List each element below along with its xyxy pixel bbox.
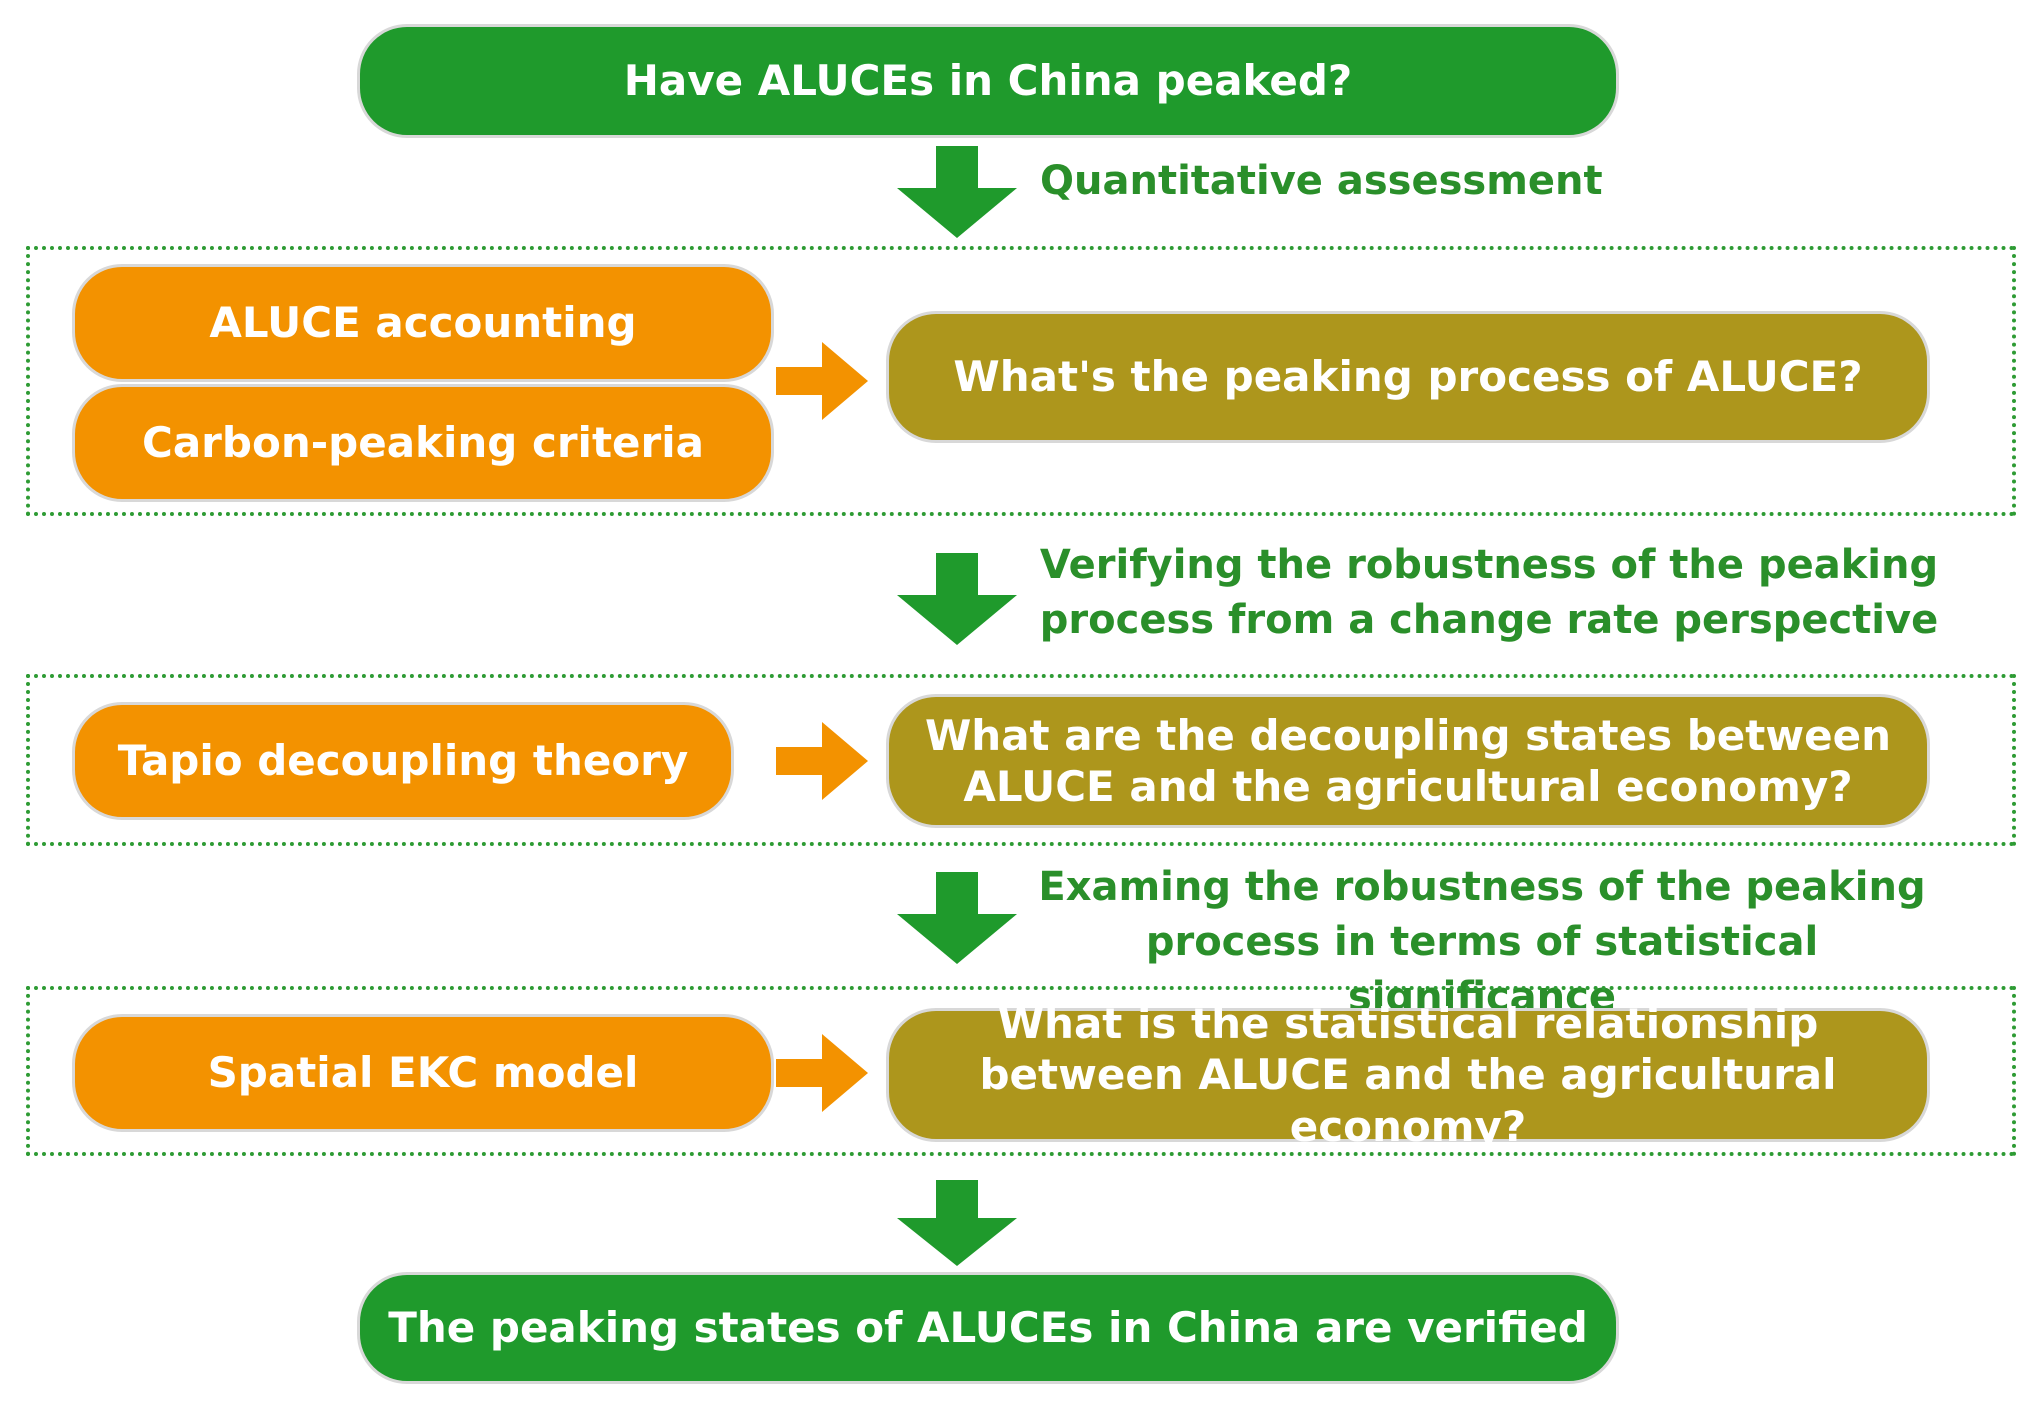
connector-label-3: Examing the robustness of the peaking pr… <box>1038 864 1926 1021</box>
input-spatial-ekc-model-label: Spatial EKC model <box>207 1048 639 1098</box>
right-arrow-icon <box>776 1034 868 1112</box>
connector-label-2: Verifying the robustness of the peaking … <box>1039 542 1939 644</box>
right-arrow-icon <box>776 342 868 420</box>
input-tapio-decoupling-theory-label: Tapio decoupling theory <box>117 736 689 786</box>
input-aluce-accounting-label: ALUCE accounting <box>209 298 637 348</box>
step-group-1 <box>26 246 2016 516</box>
question-peaking-process: What's the peaking process of ALUCE? <box>886 311 1930 443</box>
connector-label-1: Quantitative assessment <box>1040 158 1603 204</box>
question-decoupling-states: What are the decoupling states between A… <box>886 694 1930 828</box>
step-group-2 <box>26 674 2016 846</box>
input-aluce-accounting: ALUCE accounting <box>72 264 774 382</box>
down-arrow-icon <box>897 146 1017 238</box>
question-statistical-relationship-label: What is the statistical relationship bet… <box>979 999 1837 1151</box>
input-spatial-ekc-model: Spatial EKC model <box>72 1014 774 1132</box>
start-node-label: Have ALUCEs in China peaked? <box>623 56 1353 106</box>
question-decoupling-states-label: What are the decoupling states between A… <box>924 710 1892 811</box>
down-arrow-icon <box>897 872 1017 964</box>
right-arrow-icon <box>776 722 868 800</box>
input-tapio-decoupling-theory: Tapio decoupling theory <box>72 702 734 820</box>
question-statistical-relationship: What is the statistical relationship bet… <box>886 999 1930 1151</box>
down-arrow-icon <box>897 1180 1017 1266</box>
end-node: The peaking states of ALUCEs in China ar… <box>357 1272 1619 1384</box>
input-carbon-peaking-criteria: Carbon-peaking criteria <box>72 384 774 502</box>
start-node: Have ALUCEs in China peaked? <box>357 24 1619 138</box>
input-carbon-peaking-criteria-label: Carbon-peaking criteria <box>142 418 704 468</box>
question-peaking-process-label: What's the peaking process of ALUCE? <box>953 352 1863 402</box>
step-group-3 <box>26 986 2016 1156</box>
end-node-label: The peaking states of ALUCEs in China ar… <box>388 1303 1588 1353</box>
down-arrow-icon <box>897 553 1017 645</box>
